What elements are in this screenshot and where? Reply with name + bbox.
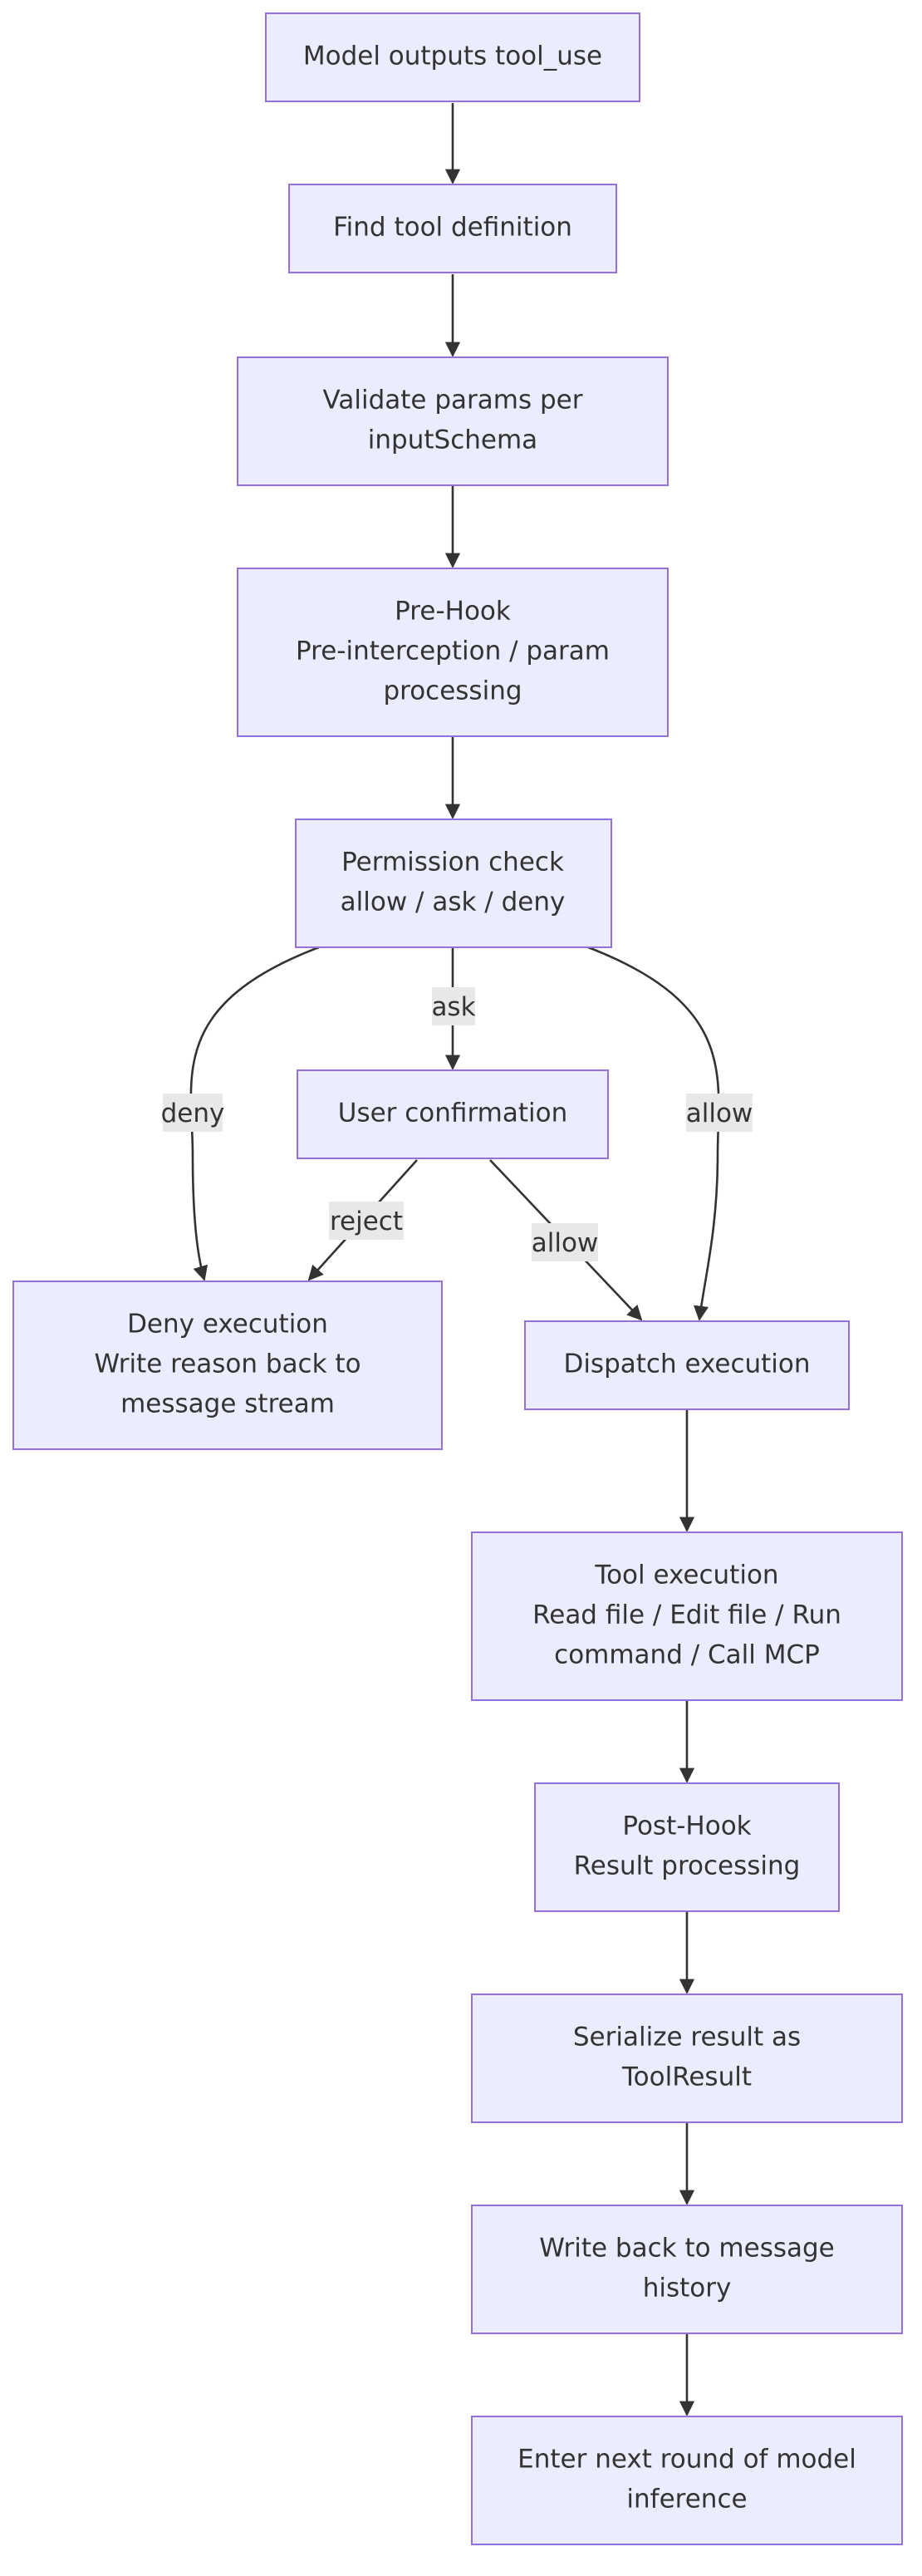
node-serialize-result: Serialize result as ToolResult	[471, 1993, 903, 2123]
svg-text:Read file / Edit file / Run: Read file / Edit file / Run	[532, 1600, 841, 1630]
node-permission-check: Permission check allow / ask / deny	[295, 819, 612, 948]
node-post-hook: Post-Hook Result processing	[534, 1782, 840, 1912]
svg-text:Write reason back to: Write reason back to	[94, 1349, 360, 1379]
svg-text:Find tool definition: Find tool definition	[333, 213, 572, 243]
svg-text:inputSchema: inputSchema	[368, 425, 537, 455]
svg-text:allow: allow	[686, 1099, 753, 1128]
edge-label-deny: deny	[161, 1094, 225, 1132]
svg-text:Result processing: Result processing	[574, 1851, 801, 1881]
svg-text:Dispatch execution: Dispatch execution	[563, 1349, 810, 1379]
edge-permission-allow	[587, 946, 720, 1321]
edge-label-ask: ask	[431, 987, 476, 1025]
svg-text:allow: allow	[532, 1228, 599, 1258]
svg-text:inference: inference	[626, 2485, 747, 2515]
node-dispatch-execution: Dispatch execution	[524, 1320, 850, 1410]
svg-text:Serialize result as: Serialize result as	[573, 2023, 801, 2052]
node-model-outputs: Model outputs tool_use	[265, 12, 640, 102]
edge-label-reject: reject	[329, 1202, 404, 1240]
node-user-confirmation: User confirmation	[297, 1069, 609, 1159]
edge-label-allow: allow	[686, 1094, 753, 1132]
svg-text:message stream: message stream	[120, 1389, 335, 1419]
svg-text:ToolResult: ToolResult	[621, 2062, 752, 2092]
svg-text:Tool execution: Tool execution	[594, 1561, 778, 1590]
node-validate-params: Validate params per inputSchema	[237, 356, 669, 486]
node-pre-hook: Pre-Hook Pre-interception / param proces…	[237, 568, 669, 737]
svg-text:User confirmation: User confirmation	[338, 1099, 567, 1128]
node-next-inference: Enter next round of model inference	[471, 2416, 903, 2545]
svg-text:command / Call MCP: command / Call MCP	[554, 1640, 820, 1670]
svg-text:ask: ask	[431, 992, 475, 1022]
node-deny-execution: Deny execution Write reason back to mess…	[12, 1281, 443, 1450]
svg-text:Model outputs tool_use: Model outputs tool_use	[303, 42, 602, 71]
svg-text:Permission check: Permission check	[341, 848, 564, 878]
svg-text:processing: processing	[383, 676, 522, 706]
node-tool-execution: Tool execution Read file / Edit file / R…	[471, 1531, 903, 1701]
svg-text:Deny execution: Deny execution	[127, 1310, 328, 1340]
node-find-tool: Find tool definition	[288, 184, 617, 273]
svg-text:Validate params per: Validate params per	[323, 386, 583, 415]
svg-text:allow / ask / deny: allow / ask / deny	[341, 887, 566, 917]
svg-text:Pre-Hook: Pre-Hook	[395, 597, 511, 627]
svg-text:Enter next round of model: Enter next round of model	[517, 2445, 856, 2475]
svg-text:Pre-interception / param: Pre-interception / param	[296, 637, 610, 666]
svg-text:Post-Hook: Post-Hook	[622, 1812, 751, 1841]
svg-text:Write back to message: Write back to message	[539, 2234, 835, 2264]
edge-label-allow-confirm: allow	[532, 1223, 599, 1261]
svg-text:reject: reject	[330, 1207, 403, 1236]
svg-text:deny: deny	[161, 1099, 225, 1128]
svg-text:history: history	[643, 2274, 732, 2303]
node-write-back-history: Write back to message history	[471, 2205, 903, 2334]
